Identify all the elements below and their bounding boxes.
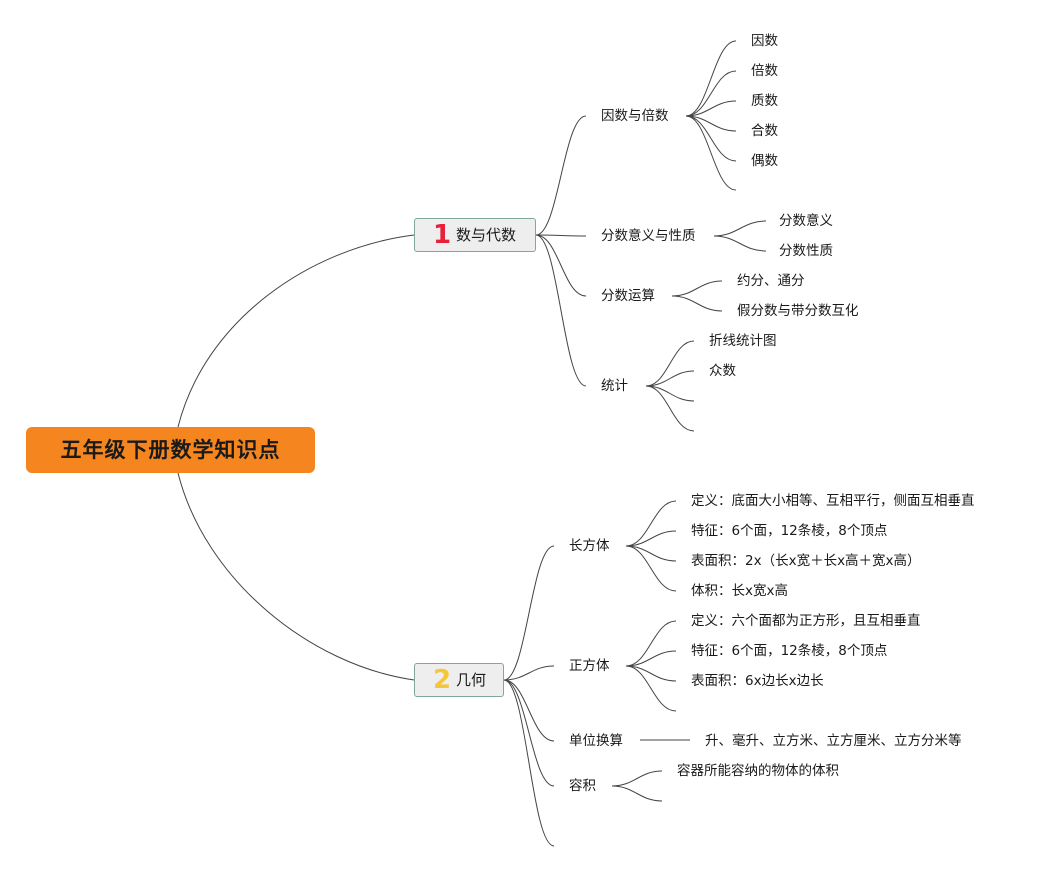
branch-connector [535,234,587,387]
leaf-connector [671,280,723,297]
leaf-reduce-common-denominator[interactable]: 约分、通分 [737,273,805,289]
branch-connector [535,234,587,297]
leaf-even[interactable]: 偶数 [751,153,778,169]
branch-connector [503,679,555,742]
leaf-connector [685,115,737,162]
leaf-connector [685,100,737,117]
topic-fraction-meaning[interactable]: 分数意义与性质 [601,228,696,244]
leaf-cube-surface-area[interactable]: 表面积：6x边长x边长 [691,673,824,689]
leaf-connector [671,295,723,312]
leaf-connector [625,545,677,592]
leaf-connector [713,220,767,237]
topic-cube[interactable]: 正方体 [569,658,610,674]
leaf-connector [645,370,695,387]
branch-node-algebra[interactable]: 1 数与代数 [414,218,536,252]
branch-connector [503,679,555,787]
number-badge-1: 1 [433,220,452,250]
leaf-connector [645,385,695,432]
leaf-connector [625,620,677,667]
leaf-connector [645,340,695,387]
leaf-connector [685,70,737,117]
branch-connector [535,234,587,237]
topic-unit-conversion[interactable]: 单位换算 [569,733,623,749]
leaf-cuboid-definition[interactable]: 定义：底面大小相等、互相平行，侧面互相垂直 [691,493,975,509]
leaf-fraction-meaning[interactable]: 分数意义 [779,213,833,229]
branch-connector [503,545,555,681]
leaf-connector [685,115,737,191]
leaf-connector [713,235,767,252]
leaf-mode[interactable]: 众数 [709,363,736,379]
leaf-line-chart[interactable]: 折线统计图 [709,333,777,349]
branch-label: 数与代数 [456,226,517,244]
leaf-cube-features[interactable]: 特征：6个面，12条棱，8个顶点 [691,643,888,659]
root-connector-1 [177,234,415,428]
topic-cuboid[interactable]: 长方体 [569,538,610,554]
leaf-connector [611,785,663,802]
leaf-prime[interactable]: 质数 [751,93,778,109]
leaf-multiple[interactable]: 倍数 [751,63,778,79]
leaf-cuboid-surface-area[interactable]: 表面积：2x（长x宽＋长x高＋宽x高） [691,553,921,569]
branch-connector [503,679,555,847]
branch-connector [503,665,555,681]
leaf-connector [611,770,663,787]
topic-factors-multiples[interactable]: 因数与倍数 [601,108,669,124]
leaf-capacity-definition[interactable]: 容器所能容纳的物体的体积 [677,763,839,779]
branch-label: 几何 [456,671,487,689]
leaf-cuboid-volume[interactable]: 体积：长x宽x高 [691,583,788,599]
root-connector-2 [177,472,415,681]
number-badge-2: 2 [433,665,452,695]
leaf-composite[interactable]: 合数 [751,123,778,139]
leaf-fraction-property[interactable]: 分数性质 [779,243,833,259]
leaf-connector [685,40,737,117]
leaf-improper-mixed-conversion[interactable]: 假分数与带分数互化 [737,303,859,319]
leaf-connector [625,530,677,547]
topic-fraction-operations[interactable]: 分数运算 [601,288,655,304]
leaf-units[interactable]: 升、毫升、立方米、立方厘米、立方分米等 [705,733,962,749]
leaf-connector [625,665,677,712]
leaf-connector [625,650,677,667]
branch-connector [535,115,587,236]
leaf-cuboid-features[interactable]: 特征：6个面，12条棱，8个顶点 [691,523,888,539]
topic-statistics[interactable]: 统计 [601,378,628,394]
topic-volume-capacity[interactable]: 容积 [569,778,596,794]
leaf-connector [625,500,677,547]
leaf-factor[interactable]: 因数 [751,33,778,49]
root-node[interactable]: 五年级下册数学知识点 [26,427,315,473]
branch-node-geometry[interactable]: 2 几何 [414,663,504,697]
leaf-cube-definition[interactable]: 定义：六个面都为正方形，且互相垂直 [691,613,921,629]
